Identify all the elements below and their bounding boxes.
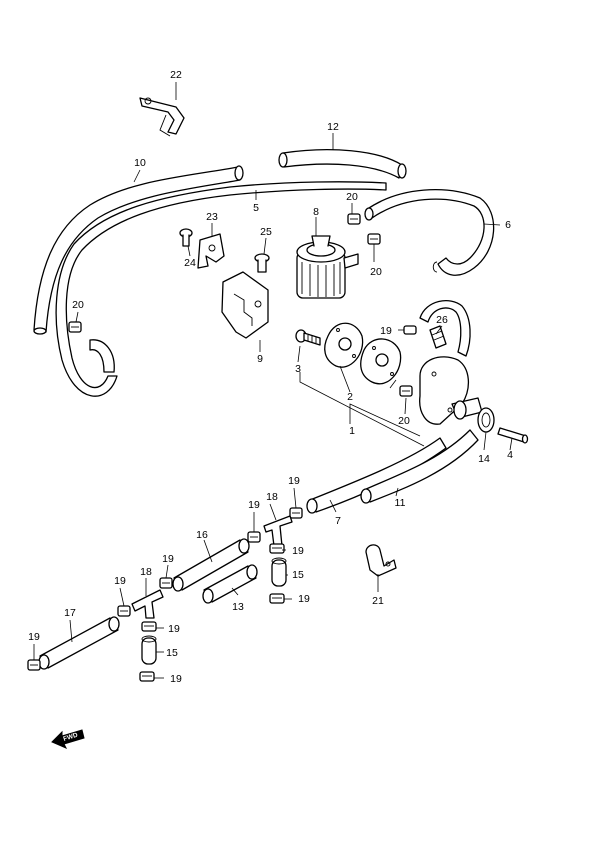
fwd-label: FWD [62, 732, 79, 743]
callout-5: 5 [253, 202, 259, 214]
hose-5 [55, 181, 387, 397]
hose-16 [172, 538, 250, 592]
callout-19-h: 19 [28, 631, 40, 643]
callout-3: 3 [295, 363, 301, 375]
hose-12 [278, 149, 407, 179]
callout-14: 14 [478, 453, 490, 465]
callout-7: 7 [335, 515, 341, 527]
hose-10 [33, 165, 244, 335]
callout-9: 9 [257, 353, 263, 365]
hose-13 [202, 564, 258, 604]
callout-19-f: 19 [162, 553, 174, 565]
clamp-23 [197, 233, 225, 269]
screw-25 [254, 253, 270, 273]
clip-19-lower-h [139, 671, 155, 682]
leader-lines [33, 82, 513, 679]
hose-11 [360, 429, 479, 504]
callout-19-j: 19 [170, 673, 182, 685]
bracket-plate-9 [221, 271, 269, 339]
clip-19-lower-a [247, 531, 261, 543]
clip-19-lower-b [289, 507, 303, 519]
clip-20-pump-bottom [399, 385, 413, 397]
callout-8: 8 [313, 206, 319, 218]
fuel-filter-8 [296, 235, 359, 299]
callout-26: 26 [436, 314, 448, 326]
tee-joint-18-upper [263, 515, 293, 547]
callout-15-lower: 15 [166, 647, 178, 659]
hose-pump-riser [419, 300, 471, 357]
callout-labels: 22 12 10 5 6 8 20 20 23 24 25 20 9 3 2 1… [28, 69, 513, 685]
hose-15-lower [141, 635, 157, 665]
callout-20-d: 20 [398, 415, 410, 427]
tee-joint-18-lower [131, 589, 164, 619]
gasket-2b [360, 338, 402, 385]
callout-19-pump: 19 [380, 325, 392, 337]
hose-15-upper [271, 557, 287, 587]
screw-24 [179, 228, 193, 247]
callout-16: 16 [196, 529, 208, 541]
callout-18-lower: 18 [140, 566, 152, 578]
callout-6: 6 [505, 219, 511, 231]
clip-19-lower-i [27, 659, 41, 671]
fwd-arrow-icon: FWD [51, 729, 85, 749]
clip-19-lower-f [117, 605, 131, 617]
callout-17: 17 [64, 607, 76, 619]
callout-19-c: 19 [248, 499, 260, 511]
callout-15-upper: 15 [292, 569, 304, 581]
callout-2: 2 [347, 391, 353, 403]
callout-13: 13 [232, 601, 244, 613]
callout-23: 23 [206, 211, 218, 223]
callout-19-d: 19 [292, 545, 304, 557]
gasket-2 [324, 322, 364, 368]
callout-10: 10 [134, 157, 146, 169]
callout-21: 21 [372, 595, 384, 607]
callout-11: 11 [395, 497, 406, 509]
clip-19-pump-top [403, 325, 417, 335]
clip-20-left [68, 321, 82, 333]
hose-6 [364, 189, 495, 276]
clip-21 [365, 544, 397, 577]
callout-1: 1 [349, 425, 355, 437]
callout-19-g: 19 [114, 575, 126, 587]
clip-19-lower-g [141, 621, 157, 632]
pin-4 [497, 427, 529, 444]
o-ring-14 [477, 407, 495, 433]
callout-25: 25 [260, 226, 272, 238]
callout-20-a: 20 [346, 191, 358, 203]
callout-24: 24 [184, 257, 196, 269]
callout-20-c: 20 [72, 299, 84, 311]
callout-20-b: 20 [370, 266, 382, 278]
bolt-3 [295, 329, 321, 346]
hose-7 [306, 437, 447, 514]
hose-17 [38, 616, 120, 670]
callout-4: 4 [507, 449, 513, 461]
callout-19-i: 19 [168, 623, 180, 635]
callout-19-e: 19 [298, 593, 310, 605]
callout-18-upper: 18 [266, 491, 278, 503]
callout-19-b: 19 [288, 475, 300, 487]
clip-20-upper-a [347, 213, 361, 225]
clip-19-lower-d [269, 593, 285, 604]
fitting-26 [429, 325, 447, 349]
callout-22: 22 [170, 69, 182, 81]
fuel-pump-1 [419, 356, 483, 425]
clip-20-upper-b [367, 233, 381, 245]
clip-19-lower-e [159, 577, 173, 589]
clip-19-lower-c [269, 543, 285, 554]
callout-12: 12 [327, 121, 339, 133]
bracket-22 [139, 97, 185, 137]
